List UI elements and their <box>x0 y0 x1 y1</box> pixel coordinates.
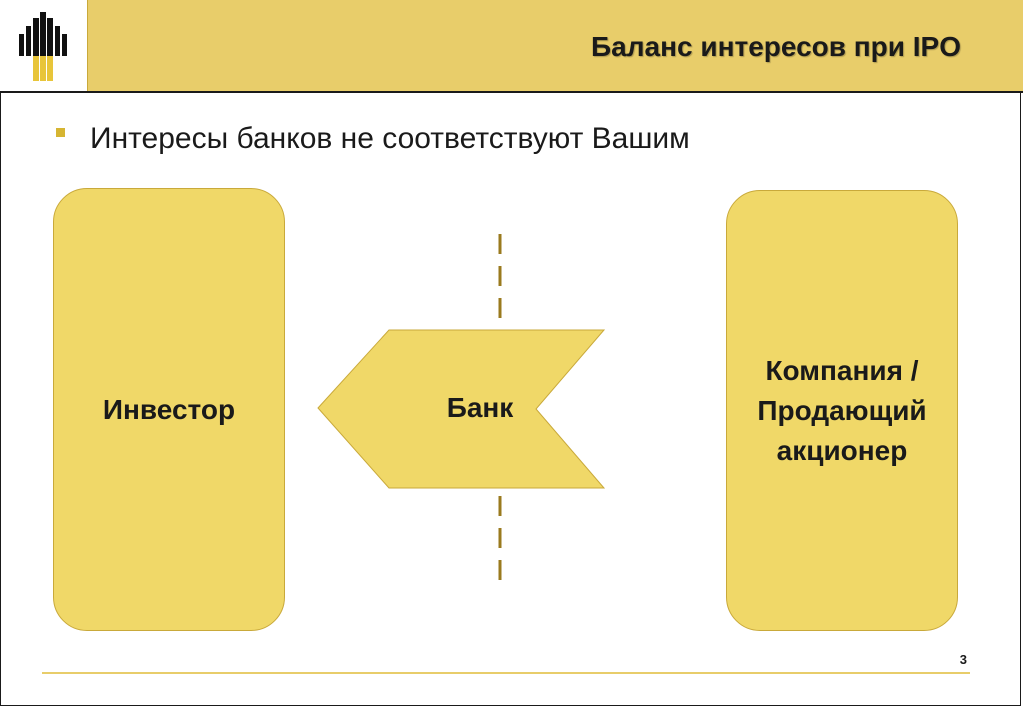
company-label-line-3: акционер <box>776 434 908 466</box>
company-box: Компания / Продающий акционер <box>726 190 958 631</box>
slide-title: Баланс интересов при IPO <box>591 31 961 62</box>
page-number: 3 <box>959 652 967 667</box>
company-label-line-2: Продающий <box>757 394 927 426</box>
title-bar: Баланс интересов при IPO <box>87 0 1023 91</box>
bank-label: Банк <box>446 392 514 423</box>
investor-label: Инвестор <box>102 393 236 425</box>
bullet-square-icon <box>56 127 65 137</box>
footer-divider <box>42 672 970 674</box>
bullet-item: Интересы банков не соответствуют Вашим <box>56 122 690 156</box>
logo <box>0 0 87 91</box>
company-label: Компания / Продающий акционер <box>757 351 926 471</box>
company-logo-icon <box>19 12 67 81</box>
company-label-line-1: Компания / <box>765 354 919 386</box>
investor-box: Инвестор <box>53 188 285 631</box>
header: Баланс интересов при IPO <box>0 0 1023 93</box>
bullet-text: Интересы банков не соответствуют Вашим <box>90 122 690 155</box>
bank-arrow <box>317 329 606 489</box>
